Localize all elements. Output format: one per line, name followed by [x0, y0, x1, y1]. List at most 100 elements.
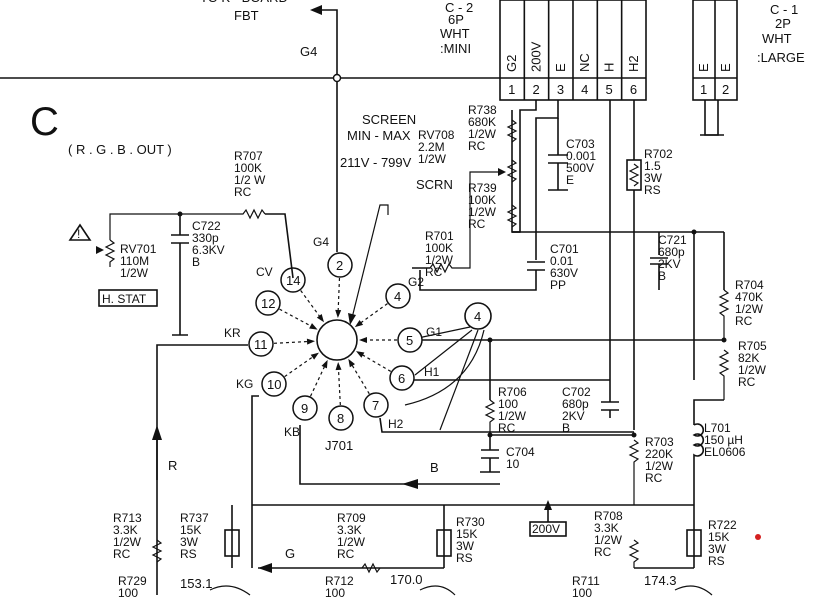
- r712-label-line: 100: [325, 586, 345, 600]
- socket-pin-lead: [359, 303, 388, 325]
- kb-wire: [299, 425, 500, 485]
- r702-label-line: R702: [644, 147, 673, 161]
- r707-label-line: RC: [234, 185, 252, 199]
- kg-label: KG: [236, 377, 253, 391]
- socket-pin: [248, 331, 274, 357]
- r703-label-line: 1/2W: [645, 459, 674, 473]
- kb-label: KB: [284, 425, 300, 439]
- socket-pin-lead: [273, 340, 310, 344]
- r708-label-line: 3.3K: [594, 521, 619, 535]
- c722-label-line: 330p: [192, 231, 219, 245]
- r713-label-line: 3.3K: [113, 523, 138, 537]
- r705-body: [718, 349, 730, 400]
- r730-label-line: 15K: [456, 527, 477, 541]
- r706-label-line: 100: [498, 397, 518, 411]
- c701-wire-bottom: [419, 270, 537, 291]
- socket-pin-number: 11: [254, 337, 268, 352]
- fbt-label-2: FBT: [234, 8, 259, 23]
- rv701-label-line: 110M: [120, 254, 149, 268]
- c702-label-line: C702: [562, 385, 591, 399]
- r709-label-line: R709: [337, 511, 366, 525]
- r738-label-line: R738: [468, 103, 497, 117]
- c701-label-line: C701: [550, 242, 579, 256]
- c2-pin-name: H: [601, 63, 616, 72]
- b-signal-label: B: [430, 460, 439, 475]
- r738-label-line: 1/2W: [468, 127, 497, 141]
- c2-pin-num: 6: [630, 82, 637, 97]
- r-arrow: [152, 425, 162, 440]
- r703-label-line: R703: [645, 435, 674, 449]
- socket-pin-number: 6: [398, 371, 405, 386]
- l701-label-line: 150 µH: [704, 433, 743, 447]
- r730-label-line: 3W: [456, 539, 475, 553]
- c2-title-0: C - 2: [445, 0, 473, 15]
- r729-label-line: 100: [118, 586, 138, 600]
- c1-title-1: 2P: [775, 16, 791, 31]
- socket-pin: [328, 405, 354, 431]
- c1-ground-wire: [704, 100, 719, 136]
- socket-pin-number: 7: [372, 398, 379, 413]
- c702: [601, 400, 619, 418]
- rv708-label-line: RV708: [418, 128, 455, 142]
- socket-pin-number: 12: [261, 296, 275, 311]
- hstat-box: [98, 289, 158, 307]
- r702-label-line: RS: [644, 183, 661, 197]
- c703-label-line: 500V: [566, 161, 594, 175]
- socket-pin: [385, 283, 411, 309]
- socket-pin-number: 14: [286, 273, 300, 288]
- rv708-body: [506, 159, 518, 183]
- c1-pin-num: 1: [700, 82, 707, 97]
- c722-label-line: B: [192, 255, 200, 269]
- c2-pin-num: 4: [581, 82, 588, 97]
- socket-pin-lead: [300, 290, 321, 318]
- socket-name: J701: [325, 438, 353, 453]
- r702-body: [626, 159, 642, 191]
- screen-note-3: SCRN: [416, 177, 453, 192]
- c2-title-2: WHT: [440, 26, 470, 41]
- r737-label-line: RS: [180, 547, 197, 561]
- socket-pin-lead: [284, 355, 315, 378]
- r704-label-line: R704: [735, 278, 764, 292]
- tube-arcs: [209, 585, 713, 596]
- rv701-wiper: [96, 246, 104, 254]
- to-l701: [693, 399, 724, 425]
- rv708-wiper-wire: [469, 171, 498, 250]
- l701-coil: [692, 423, 705, 505]
- r722-label-line: 15K: [708, 530, 729, 544]
- screen-note-2: 211V - 799V: [340, 155, 412, 170]
- c722-label-line: 6.3KV: [192, 243, 225, 257]
- r738-label-line: RC: [468, 139, 486, 153]
- socket-pin: [389, 365, 415, 391]
- c701-label-line: PP: [550, 278, 566, 292]
- r707-label-line: 100K: [234, 161, 262, 175]
- socket-pin-arrow: [359, 337, 367, 343]
- socket-pin-arrow: [354, 320, 364, 328]
- r708-label-line: RC: [594, 545, 612, 559]
- c1-title-2: WHT: [762, 31, 792, 46]
- rv701-body: [104, 239, 116, 267]
- r739-label-line: 1/2W: [468, 205, 497, 219]
- r704-label-line: 1/2W: [735, 302, 764, 316]
- r-signal-label: R: [168, 458, 177, 473]
- r737-body: [224, 529, 240, 557]
- r706-label-line: RC: [498, 421, 516, 435]
- socket-pin-arrow: [310, 352, 319, 360]
- g-signal-label: G: [285, 546, 295, 561]
- c2-pin-num: 1: [508, 82, 515, 97]
- g4-top-label: G4: [300, 44, 317, 59]
- g4-socket-label: G4: [313, 235, 329, 249]
- rv701-label-line: RV701: [120, 242, 157, 256]
- socket-pin-number: 2: [336, 258, 343, 273]
- c703-label-line: 0.001: [566, 149, 596, 163]
- r708-body: [628, 539, 640, 568]
- socket-pin-lead: [337, 367, 341, 406]
